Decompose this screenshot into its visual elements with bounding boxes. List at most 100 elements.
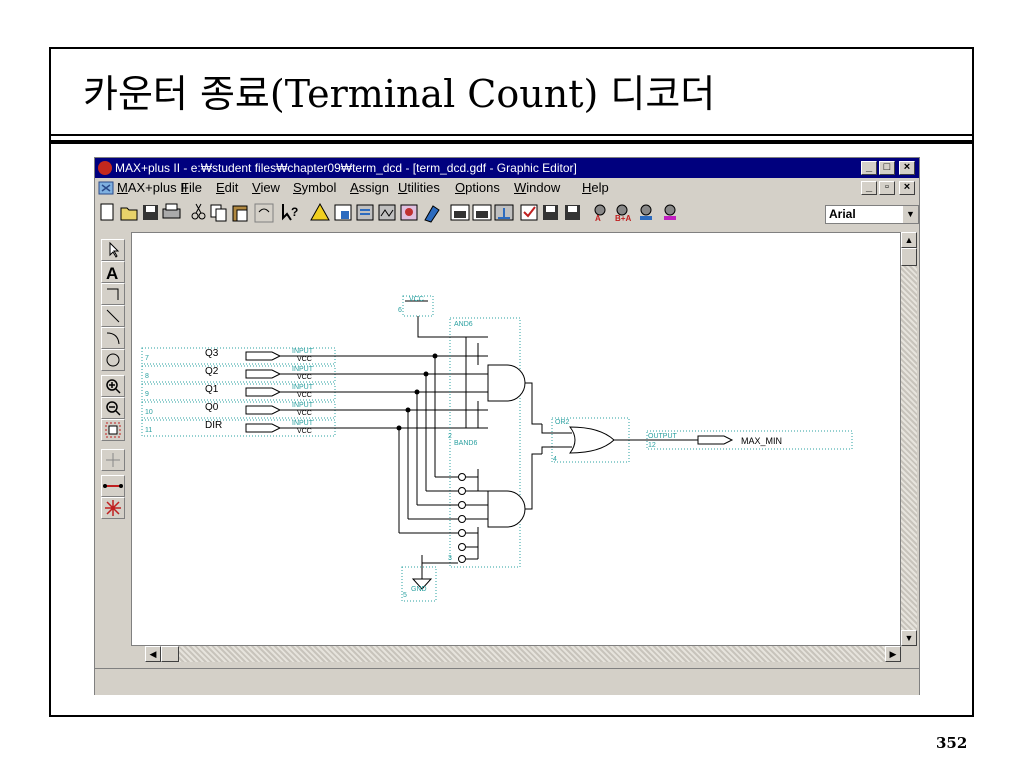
pin-number: 8 — [145, 373, 149, 380]
circle-icon — [106, 353, 120, 367]
chevron-down-icon[interactable]: ▼ — [903, 206, 918, 223]
hscroll-thumb[interactable] — [161, 646, 179, 662]
menu-item-max-plus-ii[interactable]: MAX+plus II — [117, 178, 187, 198]
circle-tool[interactable] — [101, 349, 125, 371]
band6-pin: 2 — [448, 433, 452, 440]
scroll-up-button[interactable]: ▲ — [901, 232, 917, 248]
scroll-down-button[interactable]: ▼ — [901, 630, 917, 646]
rubberband-tool[interactable] — [101, 449, 125, 471]
help-icon: ? — [282, 204, 298, 221]
vcc-label: VCC — [409, 296, 424, 303]
output-prim: OUTPUT — [648, 433, 678, 440]
svg-text:?: ? — [291, 205, 298, 219]
maxplus-window: MAX+plus II - e:₩student files₩chapter09… — [94, 157, 920, 695]
diagonal-line-tool[interactable] — [101, 305, 125, 327]
pin-name: DIR — [205, 420, 222, 431]
maximize-button[interactable]: □ — [879, 161, 895, 175]
doc-close-button[interactable]: × — [899, 181, 915, 195]
menu-label: AX+plus II — [127, 180, 188, 195]
zoom-out-icon — [106, 401, 121, 416]
simulator-icon — [378, 204, 396, 221]
menu-label: ptions — [465, 180, 500, 195]
menu-item-view[interactable]: View — [252, 178, 280, 198]
arc-tool[interactable] — [101, 327, 125, 349]
select-tool[interactable] — [101, 239, 125, 261]
print-icon — [162, 203, 181, 219]
compile-check-icon — [520, 204, 538, 221]
window-title: MAX+plus II - e:₩student files₩chapter09… — [115, 161, 577, 175]
replace-icon: B+A — [615, 204, 631, 223]
pin-number: 7 — [145, 355, 149, 362]
svg-text:A: A — [106, 264, 118, 282]
window-titlebar[interactable]: MAX+plus II - e:₩student files₩chapter09… — [95, 158, 919, 178]
zoom-in-icon — [106, 379, 121, 394]
scroll-left-button[interactable]: ◀ — [145, 646, 161, 662]
hier-top-icon — [494, 204, 514, 221]
svg-text:B+A: B+A — [615, 214, 631, 223]
minimize-button[interactable]: _ — [861, 161, 877, 175]
menu-item-window[interactable]: Window — [514, 178, 560, 198]
menu-label: tilities — [407, 180, 440, 195]
menu-item-edit[interactable]: Edit — [216, 178, 238, 198]
open-hier-icon — [450, 204, 470, 221]
output-block-outline — [646, 430, 853, 450]
doc-restore-button[interactable]: ▫ — [879, 181, 895, 195]
zoom-in-tool[interactable] — [101, 375, 125, 397]
output-name: MAX_MIN — [741, 436, 782, 446]
pin-name: Q1 — [205, 384, 219, 395]
scroll-thumb[interactable] — [901, 248, 917, 266]
zoom-out-tool[interactable] — [101, 397, 125, 419]
project-check-icon — [565, 205, 580, 220]
close-hier-icon — [472, 204, 492, 221]
menu-item-utilities[interactable]: Utilities — [398, 178, 440, 198]
menu-label: ile — [188, 180, 202, 195]
pin-vcc: VCC — [297, 428, 312, 435]
menu-item-help[interactable]: Help — [582, 178, 609, 198]
menu-item-assign[interactable]: Assign — [350, 178, 389, 198]
font-select[interactable]: Arial ▼ — [825, 205, 919, 224]
pin-primitive: INPUT — [292, 348, 314, 355]
app-icon — [98, 161, 112, 175]
fit-window-tool[interactable] — [101, 419, 125, 441]
orthogonal-line-tool[interactable] — [101, 283, 125, 305]
timing-icon — [400, 204, 418, 221]
menu-item-options[interactable]: Options — [455, 178, 500, 198]
vcc-pin: 6 — [398, 307, 402, 314]
menu-mnemonic: A — [350, 180, 359, 195]
font-select-value: Arial — [829, 207, 856, 221]
menu-item-file[interactable]: File — [181, 178, 202, 198]
undo-icon — [254, 203, 274, 223]
close-button[interactable]: × — [899, 161, 915, 175]
menu-label: ssign — [358, 180, 390, 195]
output-pin: 12 — [648, 442, 656, 449]
output-pin-symbol — [697, 435, 734, 445]
pin-name: Q3 — [205, 348, 219, 359]
disconnect-tool[interactable] — [101, 497, 125, 519]
fit-window-icon — [105, 422, 121, 438]
disconnect-icon — [105, 500, 121, 516]
connect-tool[interactable] — [101, 475, 125, 497]
copy-icon — [210, 204, 227, 222]
scroll-right-button[interactable]: ▶ — [885, 646, 901, 662]
pin-primitive: INPUT — [292, 420, 314, 427]
menu-item-symbol[interactable]: Symbol — [293, 178, 336, 198]
menu-label: ymbol — [301, 180, 337, 195]
compiler-icon — [356, 204, 374, 221]
document-icon[interactable] — [98, 180, 114, 196]
vertical-scrollbar[interactable]: ▲ ▼ — [901, 232, 917, 646]
pin-vcc: VCC — [297, 410, 312, 417]
cut-icon — [191, 203, 206, 220]
menu-mnemonic: V — [252, 180, 261, 195]
horizontal-scrollbar[interactable]: ◀ ▶ — [145, 646, 901, 662]
doc-minimize-button[interactable]: _ — [861, 181, 877, 195]
toolbar-icons: ? A B+A — [100, 202, 676, 223]
diagonal-line-icon — [106, 309, 120, 323]
hierarchy-icon — [310, 202, 330, 221]
text-tool[interactable]: A — [101, 261, 125, 283]
pin-number: 10 — [145, 409, 153, 416]
pin-primitive: INPUT — [292, 402, 314, 409]
pin-name: Q2 — [205, 366, 219, 377]
